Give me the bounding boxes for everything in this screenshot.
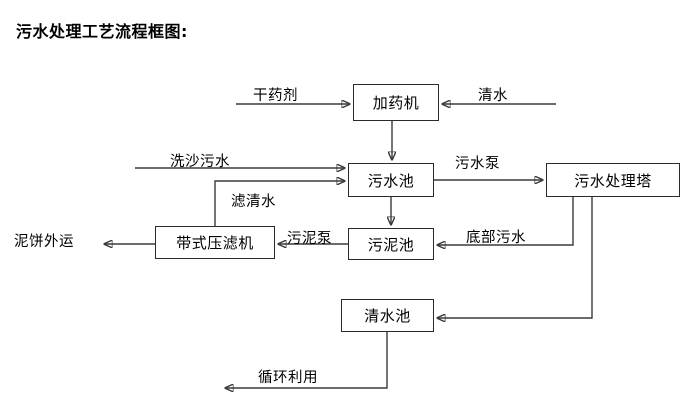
node-label: 加药机 <box>372 94 420 112</box>
node-belt-filter-press[interactable]: 带式压滤机 <box>155 226 275 259</box>
node-treatment-tower[interactable]: 污水处理塔 <box>546 163 680 197</box>
edge-label-sand-wash-water: 洗沙污水 <box>170 154 230 170</box>
node-clear-water-pool[interactable]: 清水池 <box>341 299 434 332</box>
node-label: 污泥池 <box>367 235 415 254</box>
edge-label-mud-cake-out: 泥饼外运 <box>14 234 74 250</box>
edge-label-sludge-pump: 污泥泵 <box>287 231 332 247</box>
node-label: 清水池 <box>364 307 411 325</box>
node-label: 污水池 <box>367 171 415 190</box>
node-sludge-pool[interactable]: 污泥池 <box>348 228 434 260</box>
page-title: 污水处理工艺流程框图: <box>16 22 188 41</box>
edge-label-clean-water: 清水 <box>478 88 508 104</box>
edge-label-recycle-use: 循环利用 <box>258 370 318 386</box>
node-sewage-pool[interactable]: 污水池 <box>348 163 434 197</box>
node-label: 带式压滤机 <box>176 234 254 252</box>
edge-label-dry-agent: 干药剂 <box>253 88 298 104</box>
edge-label-filtrate-water: 滤清水 <box>231 194 276 210</box>
edge-label-bottom-sewage: 底部污水 <box>466 230 526 246</box>
edge-label-sewage-pump: 污水泵 <box>455 156 500 172</box>
node-label: 污水处理塔 <box>574 171 652 190</box>
node-dosing-machine[interactable]: 加药机 <box>353 84 439 121</box>
wire-tower-to-clear-pool <box>437 197 593 318</box>
